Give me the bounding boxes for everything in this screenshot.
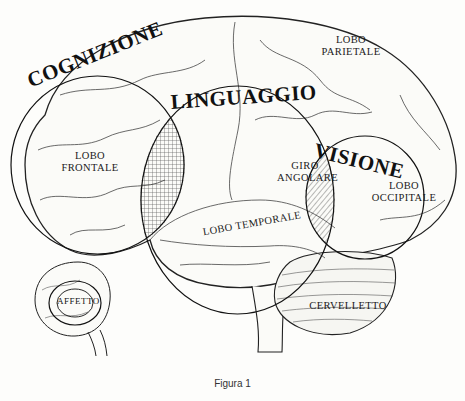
- gyrus-label: GIRO ANGOLARE: [277, 160, 333, 184]
- lobe-label: LOBO FRONTALE: [52, 150, 128, 174]
- sulcus-line: [160, 240, 325, 258]
- region-circle: [49, 281, 101, 325]
- region-circle: [141, 86, 334, 314]
- affect-circle: AFFETTO: [48, 280, 102, 326]
- cerebellum-folia: [277, 269, 396, 322]
- sulcus-line: [70, 225, 125, 235]
- central-sulcus: [230, 22, 241, 200]
- figure-caption: Figura 1: [195, 378, 270, 389]
- lobe-label: LOBO PARIETALE: [318, 34, 384, 58]
- inset-brainstem: [88, 330, 107, 356]
- sulcus-line: [400, 95, 440, 150]
- folium-line: [282, 269, 394, 275]
- folium-line: [277, 294, 393, 299]
- folium-line: [293, 319, 372, 322]
- inset-brain: [35, 262, 110, 336]
- lobe-label: LOBO OCCIPITALE: [366, 180, 442, 204]
- cerebellum-label: CERVELLETTO: [300, 300, 396, 312]
- cerebrum-outline: [25, 16, 456, 287]
- sulcus-line: [180, 262, 270, 265]
- sulcus-line: [38, 120, 160, 150]
- region-circle: [11, 76, 184, 254]
- folium-line: [278, 282, 396, 287]
- sulcus-line: [255, 111, 372, 120]
- region-label: AFFETTO: [57, 297, 100, 307]
